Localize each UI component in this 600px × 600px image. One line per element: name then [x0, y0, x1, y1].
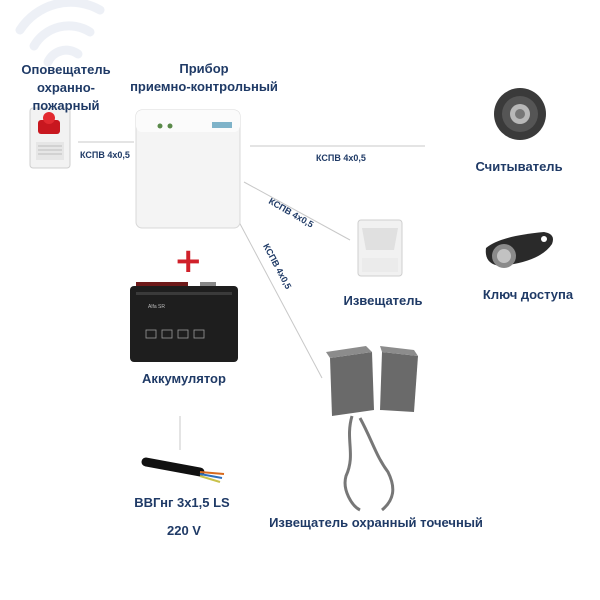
access-key-icon	[485, 232, 553, 268]
magnetic-label: Извещатель охранный точечный	[269, 515, 483, 530]
siren-label-line-2: охранно-пожарный	[32, 80, 100, 113]
battery-label: Аккумулятор	[142, 371, 226, 386]
siren-label: Оповещатель охранно-пожарный	[4, 61, 128, 115]
link-panel-pir	[243, 181, 351, 241]
power-cable-icon	[141, 457, 225, 483]
siren-label-line-1: Оповещатель	[21, 62, 111, 77]
reader-icon	[494, 88, 546, 140]
power-cable-label: ВВГнг 3х1,5 LS	[134, 495, 230, 510]
battery-icon: Alfa SR	[130, 282, 238, 362]
wifi-watermark-icon	[15, 0, 105, 67]
pir-detector-icon	[357, 219, 403, 277]
panel-label: Прибор приемно-контрольный	[124, 60, 284, 96]
key-label: Ключ доступа	[482, 287, 574, 302]
control-panel-icon	[135, 109, 241, 229]
cable-label-reader: КСПВ 4х0,5	[316, 153, 366, 163]
pir-label: Извещатель	[343, 293, 423, 308]
voltage-label: 220 V	[167, 523, 201, 538]
plus-sign: +	[174, 241, 203, 281]
reader-label: Считыватель	[475, 159, 563, 174]
battery-brand: Alfa SR	[148, 304, 165, 310]
panel-label-line-2: приемно-контрольный	[130, 79, 278, 94]
cable-label-siren: КСПВ 4х0,5	[80, 150, 130, 160]
link-panel-magnetic	[237, 219, 323, 379]
panel-label-line-1: Прибор	[179, 61, 229, 76]
magnetic-contact-icon	[326, 346, 418, 512]
siren-icon	[29, 107, 71, 169]
